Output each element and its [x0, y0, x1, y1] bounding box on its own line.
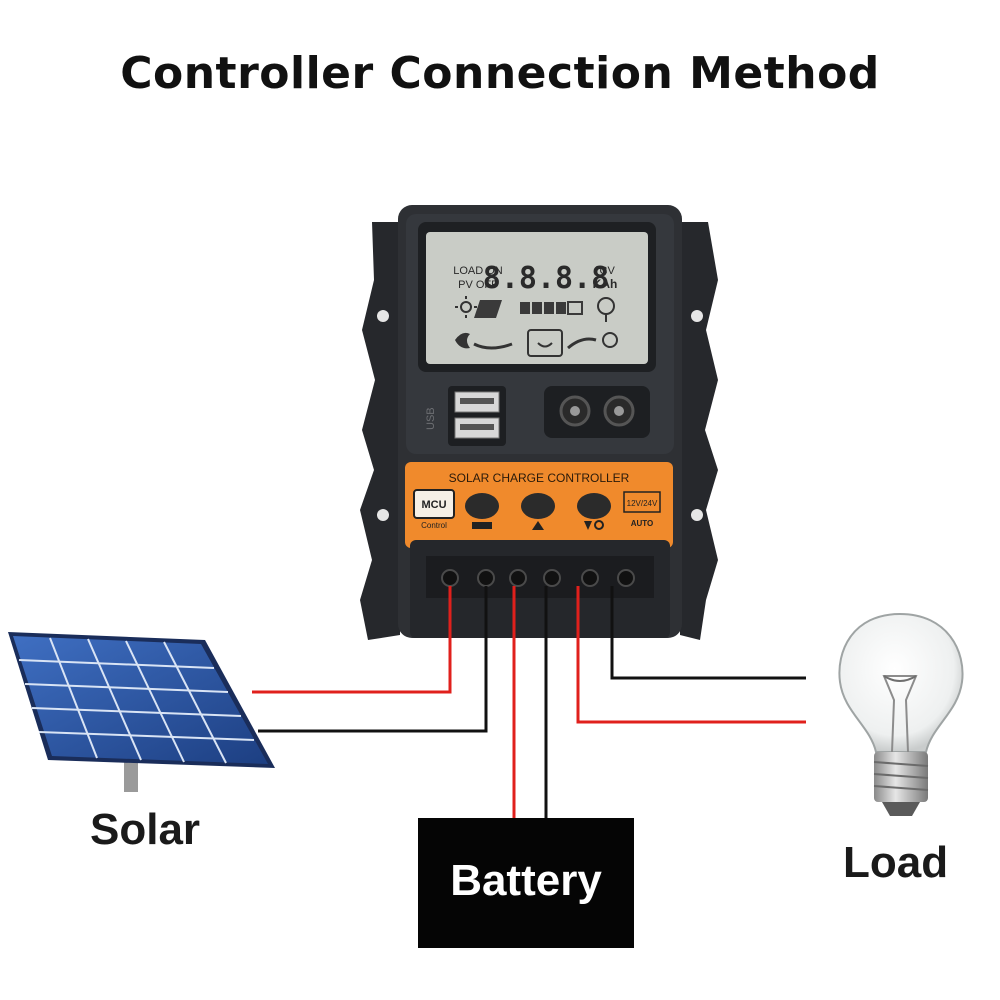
lcd-panel-icon [474, 300, 502, 318]
lcd-digits: 8.8.8.8 [483, 261, 609, 296]
solar-label: Solar [90, 805, 201, 854]
down-button[interactable] [577, 493, 611, 530]
lcd-screen [426, 232, 648, 364]
flow-arrow-right-icon [567, 337, 597, 350]
right-mount-ear [680, 222, 718, 640]
bulb-tip [882, 802, 920, 816]
solar-positive-wire [252, 586, 452, 694]
solar-panel-post [124, 762, 138, 792]
wires [252, 586, 806, 818]
sun-icon [455, 296, 477, 318]
battery-level-icon [520, 301, 583, 315]
charge-controller: USB SOLAR CHARGE CONTROLLER MCU Control … [360, 205, 718, 640]
flow-arrow-left-icon [473, 342, 513, 350]
lcd-unit-bottom: KAh [593, 277, 618, 291]
terminal-load-negative [617, 569, 635, 587]
solar-panel-cells [13, 636, 268, 764]
light-bulb-icon [838, 612, 964, 816]
load-positive-wire [576, 586, 806, 724]
panel-title: SOLAR CHARGE CONTROLLER [449, 471, 630, 485]
terminal-solar-positive [441, 569, 459, 587]
mcu-control-label: Control [421, 521, 447, 530]
terminal-screws [441, 569, 635, 587]
lcd-unit-top: °CV [595, 265, 615, 277]
terminal-battery-positive [509, 569, 527, 587]
diagram-title: Controller Connection Method [120, 48, 880, 99]
solar-panel-grid [18, 637, 255, 764]
usb-label: USB [425, 407, 437, 430]
voltage-badge-frame [623, 491, 661, 513]
battery-label: Battery [450, 856, 602, 905]
battery-box: Battery [418, 818, 634, 948]
up-button[interactable] [521, 493, 555, 530]
mcu-label: MCU [421, 499, 446, 511]
load-negative-wire [610, 586, 806, 680]
voltage-badge: 12V/24V [627, 499, 658, 508]
timer-icon [602, 332, 618, 348]
lcd-load-bulb-icon [597, 297, 615, 322]
moon-icon [455, 332, 470, 349]
mcu-badge [413, 489, 455, 519]
lcd-pv-off: PV OFF [458, 279, 498, 291]
menu-button[interactable] [465, 493, 499, 529]
terminal-battery-negative [543, 569, 561, 587]
bulb-filament [882, 675, 918, 753]
solar-negative-wire [258, 586, 488, 733]
lcd-load-on: LOAD ON [453, 265, 503, 277]
left-mount-ear [360, 222, 400, 640]
terminal-load-positive [581, 569, 599, 587]
auto-label: AUTO [631, 519, 654, 528]
bulb-glass [838, 612, 964, 753]
lcd-battery-icon [527, 329, 563, 357]
solar-panel [8, 632, 275, 792]
terminal-solar-negative [477, 569, 495, 587]
load-label: Load [843, 838, 949, 887]
